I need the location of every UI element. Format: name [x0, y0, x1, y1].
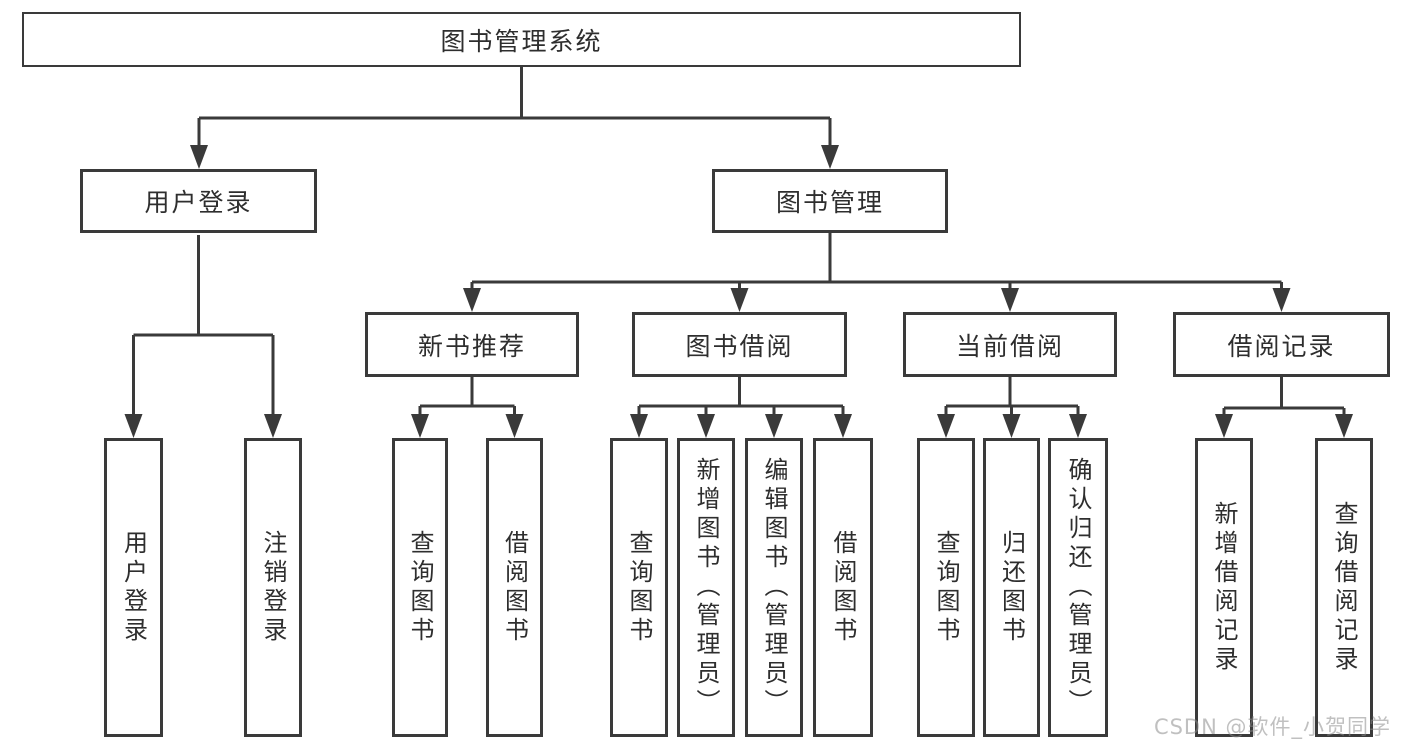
arrow-icon — [1001, 288, 1019, 312]
arrow-icon — [505, 414, 524, 438]
leaf-query-borrow-record: 查询借阅记录 — [1315, 438, 1373, 737]
arrow-icon — [834, 414, 852, 438]
leaf-confirm-return: 确认归还（管理员） — [1048, 438, 1108, 737]
node-borrow-record: 借阅记录 — [1173, 312, 1390, 377]
connector-user-login — [132, 235, 275, 419]
leaf-logout-label: 注销登录 — [259, 529, 287, 646]
leaf-confirm-return-label: 确认归还（管理员） — [1064, 457, 1092, 718]
leaf-query-books-3-label: 查询图书 — [932, 529, 960, 646]
node-book-mgmt: 图书管理 — [712, 169, 948, 233]
node-new-book-rec-label: 新书推荐 — [417, 331, 526, 361]
leaf-borrow-books-1-label: 借阅图书 — [500, 529, 529, 646]
leaf-add-borrow-record: 新增借阅记录 — [1195, 438, 1253, 737]
leaf-borrow-books-2: 借阅图书 — [813, 438, 873, 737]
leaf-user-login: 用户登录 — [104, 438, 163, 737]
node-user-login: 用户登录 — [80, 169, 317, 233]
leaf-query-books-3: 查询图书 — [917, 438, 975, 737]
node-book-borrow-label: 图书借阅 — [685, 331, 794, 361]
leaf-add-book-label: 新增图书（管理员） — [692, 457, 720, 718]
arrow-icon — [765, 414, 783, 438]
arrow-icon — [1215, 414, 1233, 438]
arrowheads — [124, 145, 1353, 438]
leaf-borrow-books-2-label: 借阅图书 — [829, 529, 857, 646]
arrow-icon — [124, 414, 143, 438]
arrow-icon — [630, 414, 648, 438]
leaf-edit-book: 编辑图书（管理员） — [745, 438, 803, 737]
arrow-icon — [1335, 414, 1353, 438]
connector-book-mgmt — [470, 233, 1283, 293]
leaf-return-book-label: 归还图书 — [997, 529, 1026, 646]
leaf-edit-book-label: 编辑图书（管理员） — [760, 457, 788, 718]
arrow-icon — [411, 414, 429, 438]
connector-borrow-record — [1222, 377, 1346, 419]
leaf-add-borrow-record-label: 新增借阅记录 — [1210, 500, 1238, 675]
arrow-icon — [937, 414, 955, 438]
arrow-icon — [463, 288, 481, 312]
watermark: CSDN @软件_小贺同学 — [1153, 715, 1391, 739]
connector-book-borrow — [637, 377, 845, 419]
leaf-logout: 注销登录 — [244, 438, 302, 737]
arrow-icon — [1272, 288, 1291, 312]
leaf-query-books-1: 查询图书 — [392, 438, 448, 737]
leaf-query-borrow-record-label: 查询借阅记录 — [1330, 500, 1358, 675]
arrow-icon — [1069, 414, 1087, 438]
leaf-borrow-books-1: 借阅图书 — [486, 438, 543, 737]
node-borrow-record-label: 借阅记录 — [1227, 331, 1336, 361]
connector-root — [197, 67, 832, 150]
leaf-user-login-label: 用户登录 — [119, 529, 148, 646]
leaf-query-books-1-label: 查询图书 — [406, 529, 434, 646]
node-current-borrow: 当前借阅 — [903, 312, 1117, 377]
leaf-add-book: 新增图书（管理员） — [677, 438, 735, 737]
node-root-label: 图书管理系统 — [440, 26, 603, 56]
arrow-icon — [730, 288, 749, 312]
arrow-icon — [697, 414, 715, 438]
node-new-book-rec: 新书推荐 — [365, 312, 579, 377]
leaf-query-books-2-label: 查询图书 — [625, 529, 653, 646]
connector-current-borrow — [944, 377, 1080, 419]
node-current-borrow-label: 当前借阅 — [955, 331, 1064, 361]
node-root: 图书管理系统 — [22, 12, 1021, 67]
node-user-login-label: 用户登录 — [144, 188, 253, 217]
leaf-return-book: 归还图书 — [983, 438, 1040, 737]
leaf-query-books-2: 查询图书 — [610, 438, 668, 737]
node-book-mgmt-label: 图书管理 — [775, 188, 884, 217]
arrow-icon — [1002, 414, 1021, 438]
arrow-icon — [264, 414, 282, 438]
node-book-borrow: 图书借阅 — [632, 312, 847, 377]
connector-new-book-rec — [418, 377, 516, 419]
arrow-icon — [821, 145, 839, 169]
arrow-icon — [190, 145, 208, 169]
